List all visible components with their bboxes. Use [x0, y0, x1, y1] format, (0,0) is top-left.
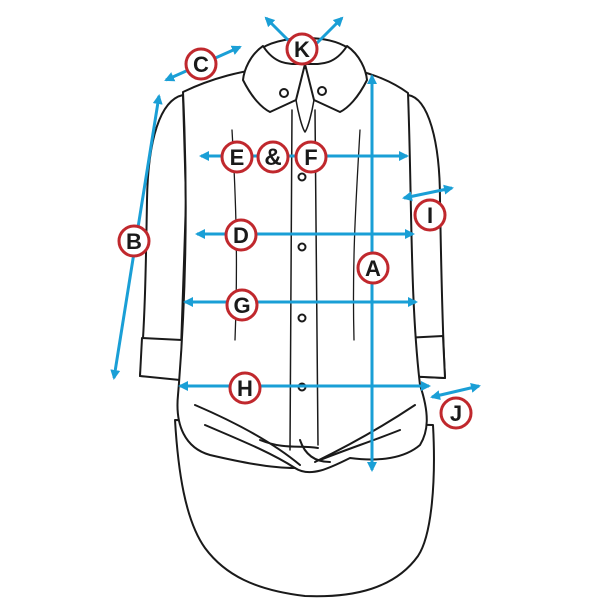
- front-button-2: [297, 242, 307, 252]
- marker-d: D: [224, 218, 258, 252]
- collar-button-left: [279, 88, 289, 98]
- marker-a: A: [356, 251, 390, 285]
- drape-fold-3: [314, 404, 416, 463]
- marker-j-label: J: [450, 401, 462, 426]
- arrow-i-bicep: [402, 184, 454, 202]
- collar-left: [242, 45, 306, 113]
- marker-d-label: D: [233, 223, 249, 248]
- marker-i-label: I: [427, 203, 433, 228]
- marker-a-label: A: [365, 256, 381, 281]
- drape-fold-4: [319, 429, 401, 461]
- marker-k-label: K: [294, 37, 310, 62]
- marker-i: I: [413, 198, 447, 232]
- shirt-sketch: [139, 37, 446, 598]
- marker-c-label: C: [193, 52, 209, 77]
- drape-fold-1: [194, 404, 301, 466]
- marker-amp: &: [256, 140, 290, 174]
- drape-fold-2: [204, 424, 296, 469]
- front-button-3: [297, 313, 307, 323]
- placket-left: [289, 109, 293, 451]
- marker-h-label: H: [237, 376, 253, 401]
- drape-fold-5: [299, 439, 331, 463]
- marker-k: K: [285, 32, 319, 66]
- label-markers: A B C D E & F G: [117, 32, 473, 430]
- arrow-j-cuff: [430, 382, 481, 401]
- marker-e: E: [220, 140, 254, 174]
- marker-f: F: [294, 140, 328, 174]
- marker-c: C: [184, 47, 218, 81]
- marker-amp-label: &: [264, 144, 281, 171]
- front-button-1: [297, 172, 307, 182]
- neck-opening: [295, 99, 315, 133]
- marker-j: J: [439, 396, 473, 430]
- marker-e-label: E: [230, 145, 245, 170]
- marker-f-label: F: [304, 145, 317, 170]
- drape-fold-6: [259, 439, 319, 449]
- marker-b-label: B: [126, 229, 142, 254]
- left-cuff: [139, 337, 183, 381]
- marker-b: B: [117, 224, 151, 258]
- collar-button-right: [317, 86, 327, 96]
- marker-g-label: G: [233, 293, 250, 318]
- marker-h: H: [228, 371, 262, 405]
- shirt-body: [176, 67, 428, 474]
- marker-g: G: [225, 288, 259, 322]
